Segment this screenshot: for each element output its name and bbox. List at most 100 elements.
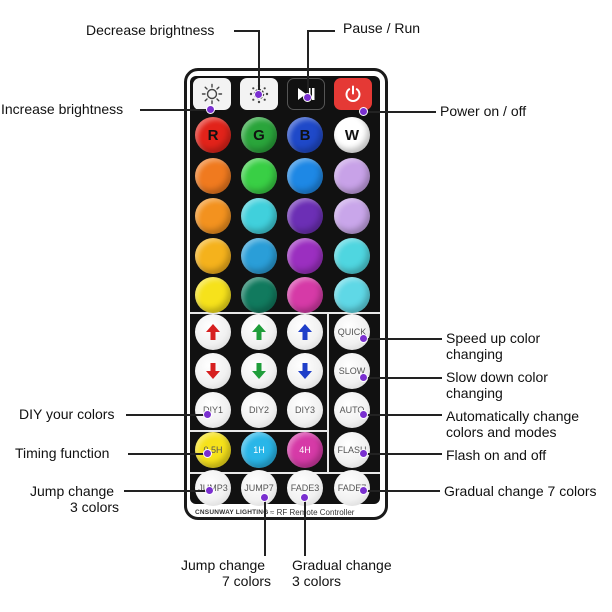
green-up-button[interactable] <box>241 314 277 350</box>
auto-label: AUTO <box>339 405 365 415</box>
red-down-button[interactable] <box>195 353 231 389</box>
label-timing: Timing function <box>15 445 110 461</box>
pointer-dot <box>303 93 312 102</box>
pointer-dot <box>300 493 309 502</box>
color-letter: B <box>299 126 311 144</box>
timer-1h-button[interactable]: 1H <box>241 432 277 468</box>
diy2-label: DIY2 <box>248 405 269 415</box>
section-divider <box>327 312 329 472</box>
color-button-row4-col3[interactable] <box>287 238 323 274</box>
leader-line <box>362 338 442 340</box>
leader-line <box>362 414 442 416</box>
color-button-row4-col2[interactable] <box>241 238 277 274</box>
arrow-up-icon <box>251 323 267 341</box>
jump7-label: JUMP7 <box>244 483 274 493</box>
label-slow-down-2: changing <box>446 385 503 401</box>
timer-half-hour-button[interactable]: 0.5H <box>195 432 231 468</box>
color-button-row1-col1[interactable]: R <box>195 117 231 153</box>
timer-label: 4H <box>299 445 311 455</box>
color-button-row2-col2[interactable] <box>241 158 277 194</box>
pointer-dot <box>203 449 212 458</box>
color-letter: G <box>253 126 265 144</box>
leader-line <box>124 490 208 492</box>
blue-down-button[interactable] <box>287 353 323 389</box>
arrow-down-icon <box>251 362 267 380</box>
label-fade3-2: 3 colors <box>292 573 342 589</box>
color-button-row1-col4[interactable]: W <box>334 117 370 153</box>
color-letter: R <box>207 126 219 144</box>
pointer-dot <box>254 90 263 99</box>
label-auto-1: Automatically change <box>446 408 580 424</box>
color-button-row5-col2[interactable] <box>241 277 277 313</box>
leader-line <box>362 111 436 113</box>
color-letter: W <box>344 126 360 144</box>
diy2-button[interactable]: DIY2 <box>241 392 277 428</box>
pointer-dot <box>359 334 368 343</box>
sun-outline-icon <box>201 83 223 105</box>
leader-line <box>307 30 335 32</box>
pointer-dot <box>260 493 269 502</box>
leader-line <box>234 30 259 32</box>
color-button-row3-col4[interactable] <box>334 198 370 234</box>
fade7-label: FADE7 <box>337 483 367 493</box>
green-down-button[interactable] <box>241 353 277 389</box>
label-power: Power on / off <box>440 103 527 119</box>
label-auto-2: colors and modes <box>446 424 557 440</box>
color-button-row4-col4[interactable] <box>334 238 370 274</box>
section-divider <box>190 312 380 314</box>
leader-line <box>307 30 309 96</box>
wifi-icon: ≈ <box>270 508 275 517</box>
color-button-row2-col1[interactable] <box>195 158 231 194</box>
color-button-row1-col3[interactable]: B <box>287 117 323 153</box>
slow-button[interactable]: SLOW <box>334 353 370 389</box>
timer-label: 1H <box>253 445 265 455</box>
timer-label: 0.5H <box>203 445 223 455</box>
diy3-button[interactable]: DIY3 <box>287 392 323 428</box>
label-decrease-brightness: Decrease brightness <box>86 22 215 38</box>
section-divider <box>190 472 380 474</box>
label-fade3-1: Gradual change <box>292 557 392 573</box>
color-button-row4-col1[interactable] <box>195 238 231 274</box>
quick-button[interactable]: QUICK <box>334 314 370 350</box>
quick-label: QUICK <box>337 327 367 337</box>
increase-brightness-button[interactable] <box>193 78 231 110</box>
leader-line <box>128 453 206 455</box>
leader-line <box>258 30 260 92</box>
diy1-label: DIY1 <box>202 405 223 415</box>
label-fade7: Gradual change 7 colors <box>444 483 597 499</box>
arrow-up-icon <box>205 323 221 341</box>
label-slow-down-1: Slow down color <box>446 369 548 385</box>
color-button-row1-col2[interactable]: G <box>241 117 277 153</box>
label-jump3-2: 3 colors <box>70 499 120 515</box>
power-icon <box>343 84 363 104</box>
flash-label: FLASH <box>337 445 367 455</box>
color-button-row5-col3[interactable] <box>287 277 323 313</box>
pointer-dot <box>206 105 215 114</box>
label-pause-run: Pause / Run <box>343 20 421 36</box>
leader-line <box>264 496 266 556</box>
diy1-button[interactable]: DIY1 <box>195 392 231 428</box>
red-up-button[interactable] <box>195 314 231 350</box>
color-button-row5-col1[interactable] <box>195 277 231 313</box>
power-button[interactable] <box>334 78 372 110</box>
pointer-dot <box>205 486 214 495</box>
pointer-dot <box>359 410 368 419</box>
leader-line <box>140 109 210 111</box>
color-button-row3-col2[interactable] <box>241 198 277 234</box>
color-button-row2-col4[interactable] <box>334 158 370 194</box>
slow-label: SLOW <box>338 366 366 376</box>
label-diy: DIY your colors <box>19 406 115 422</box>
jump7-button[interactable]: JUMP7 <box>241 470 277 506</box>
arrow-down-icon <box>205 362 221 380</box>
color-button-row2-col3[interactable] <box>287 158 323 194</box>
leader-line <box>362 453 442 455</box>
color-button-row3-col3[interactable] <box>287 198 323 234</box>
color-button-row5-col4[interactable] <box>334 277 370 313</box>
blue-up-button[interactable] <box>287 314 323 350</box>
pointer-dot <box>359 107 368 116</box>
timer-4h-button[interactable]: 4H <box>287 432 323 468</box>
label-jump3-1: Jump change <box>30 483 115 499</box>
arrow-up-icon <box>297 323 313 341</box>
label-jump7-2: 7 colors <box>222 573 272 589</box>
color-button-row3-col1[interactable] <box>195 198 231 234</box>
